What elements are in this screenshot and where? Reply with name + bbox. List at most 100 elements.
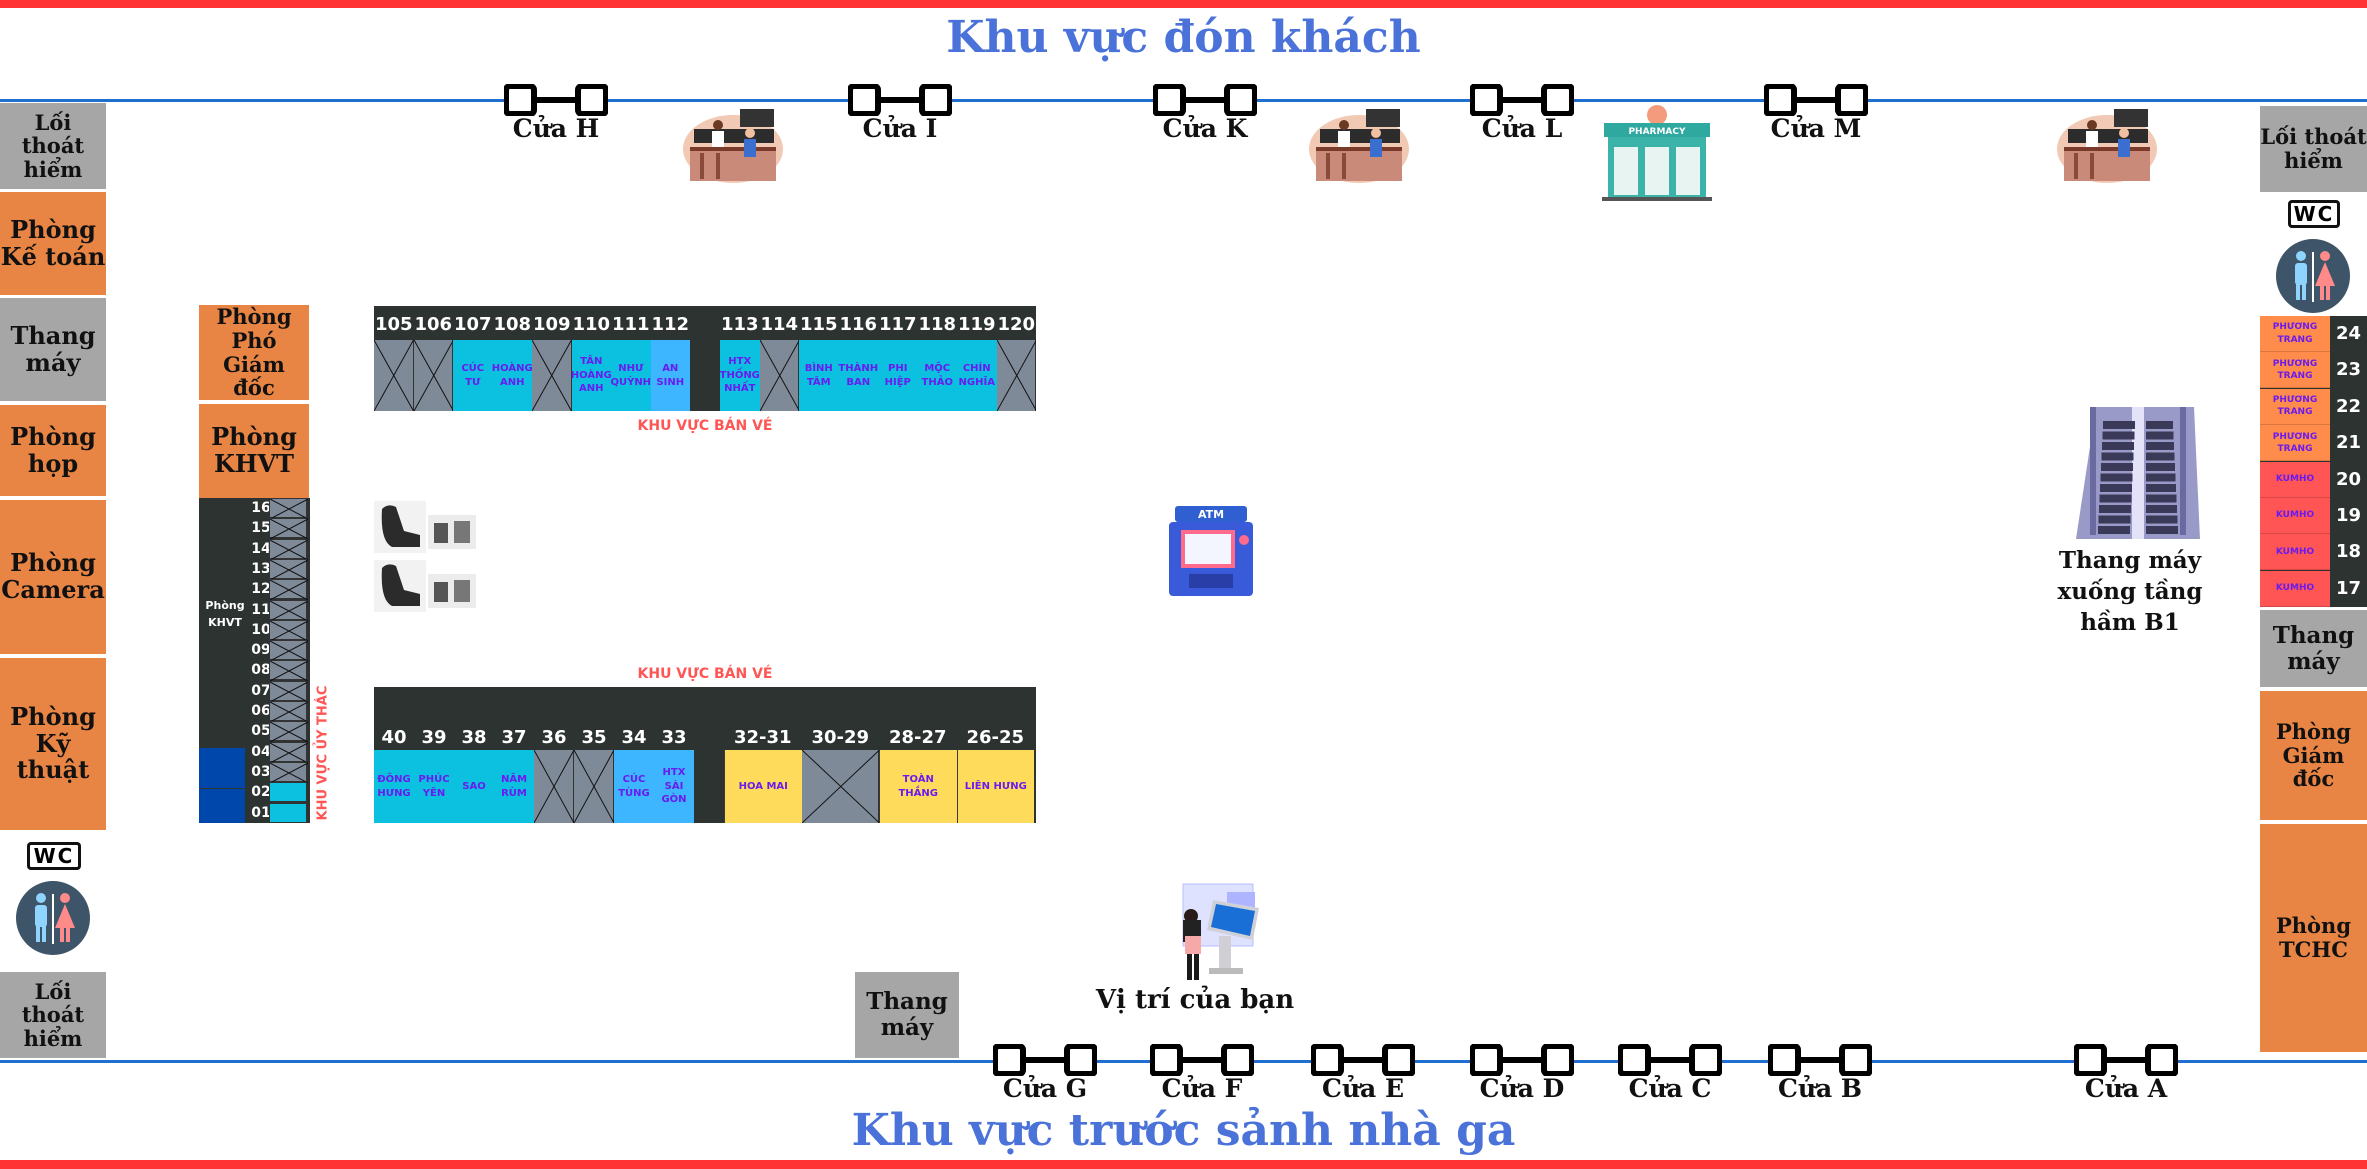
room-camera[interactable]: Phòng Camera [0,500,106,654]
counter-operator: ĐÔNG HƯNG [377,774,411,799]
ticket-counter[interactable]: KUMHO [2260,498,2330,534]
ticket-counter[interactable]: PHƯƠNG TRANG [2260,352,2330,389]
door-icon[interactable] [1152,83,1258,117]
door-label: Cửa F [1161,1074,1243,1103]
ticket-counter[interactable]: TÂN HOÀNG ANH [571,340,612,411]
ticket-counter[interactable]: PHƯƠNG TRANG [2260,316,2330,352]
ticket-counter[interactable]: CÚC TƯ [453,340,493,411]
ticket-counter[interactable]: NHƯ QUỲNH [610,340,651,411]
counter-slot[interactable] [269,579,308,601]
emergency-exit-top-right[interactable]: Lối thoát hiểm [2260,106,2367,192]
counter-slot[interactable] [269,741,308,763]
counter-slot[interactable] [269,721,308,743]
room-deputy-director[interactable]: Phòng Phó Giám đốc [199,305,309,400]
counter-slot[interactable] [269,518,308,540]
ticket-counter[interactable]: PHƯƠNG TRANG [2260,388,2330,425]
ticket-counter[interactable]: SAO [454,750,494,823]
counter-operator: THÀNH BAN [838,363,879,388]
atm-icon[interactable]: ATM [1167,506,1255,602]
counter-slot[interactable] [269,640,308,662]
restroom-icon[interactable] [15,880,91,960]
door-icon[interactable] [1469,83,1575,117]
ticket-counter[interactable]: PHÚC YÊN [414,750,454,823]
door-icon[interactable] [503,83,609,117]
counter-operator: PHƯƠNG TRANG [2272,431,2318,454]
counter-slot[interactable] [269,701,308,722]
elevator-bottom[interactable]: Thang máy [855,972,959,1058]
ticket-counter[interactable] [532,340,572,411]
ticket-counter[interactable]: HTX THỐNG NHẤT [720,340,760,411]
ticket-counter[interactable]: AN SINH [650,340,690,411]
counter-operator: NHƯ QUỲNH [610,363,652,388]
ticket-counter[interactable]: HOA MAI [724,750,802,823]
pickup-area-title: Khu vực đón khách [946,12,1421,63]
ticket-counter[interactable]: LIÊN HƯNG [956,750,1034,823]
ticket-counter[interactable]: TOÀN THẮNG [879,750,957,823]
emergency-exit-bottom-left[interactable]: Lối thoát hiểm [0,972,106,1058]
door-icon[interactable] [992,1043,1098,1077]
escalator-caption: Thang máy xuống tầng hầm B1 [2057,547,2203,637]
counter-operator: LIÊN HƯNG [964,780,1027,792]
ticket-counter[interactable]: NĂM RÙM [494,750,534,823]
ticket-counter[interactable] [574,750,614,823]
door-icon[interactable] [1310,1043,1416,1077]
escalator-icon[interactable] [2076,405,2200,543]
room-technical[interactable]: Phòng Kỹ thuật [0,658,106,830]
room-meeting[interactable]: Phòng họp [0,405,106,496]
counter-operator: TÂN HOÀNG ANH [570,356,612,395]
emergency-exit-top-left[interactable]: Lối thoát hiểm [0,103,106,189]
ticket-counter[interactable]: BÌNH TÂM [799,340,839,411]
counter-slot[interactable] [269,558,308,580]
ticket-counter[interactable] [534,750,574,823]
ticket-counter[interactable] [759,340,799,411]
counter-slot[interactable] [269,498,308,519]
ticket-counter[interactable]: HOÀNG ANH [492,340,533,411]
ticket-counter[interactable]: KUMHO [2260,461,2330,498]
door-icon[interactable] [847,83,953,117]
counter-number: 20 [2335,468,2362,490]
counter-slot[interactable] [269,680,308,702]
room-director[interactable]: Phòng Giám đốc [2260,691,2367,820]
ticket-counter[interactable] [413,340,453,411]
ticket-counter[interactable] [801,750,879,823]
room-admin-tchc[interactable]: Phòng TCHC [2260,824,2367,1052]
ticket-counter[interactable]: HTX SÀI GÒN [654,750,694,823]
door-icon[interactable] [1617,1043,1723,1077]
ticket-counter[interactable]: PHI HIỆP [878,340,918,411]
ticket-counter[interactable]: KUMHO [2260,570,2330,607]
door-icon[interactable] [1149,1043,1255,1077]
counter-slot[interactable] [269,538,308,560]
elevator-right[interactable]: Thang máy [2260,610,2367,687]
counter-number: 19 [2335,505,2362,526]
room-accounting[interactable]: Phòng Kế toán [0,192,106,295]
counter-slot[interactable] [269,761,308,783]
closed-x-icon [270,519,308,540]
ticket-counter[interactable] [374,340,414,411]
closed-x-icon [270,499,308,519]
counter-slot[interactable] [269,782,307,803]
counter-number: 07 [251,682,271,699]
ticket-counter[interactable]: THÀNH BAN [838,340,878,411]
counter-slot[interactable] [269,599,308,621]
door-icon[interactable] [2073,1043,2179,1077]
door-icon[interactable] [1763,83,1869,117]
ticket-counter[interactable]: KUMHO [2260,534,2330,571]
ticket-counter[interactable]: ĐÔNG HƯNG [374,750,414,823]
counter-number: 112 [651,314,690,335]
ticket-counter[interactable] [996,340,1036,411]
counter-slot[interactable] [269,802,307,823]
restroom-icon[interactable] [2275,238,2351,318]
pharmacy-icon[interactable]: PHARMACY [1600,103,1714,205]
counter-slot[interactable] [269,619,308,641]
ticket-counter[interactable]: PHƯƠNG TRANG [2260,425,2330,462]
elevator-left[interactable]: Thang máy [0,298,106,401]
door-icon[interactable] [1469,1043,1575,1077]
counter-number: 24 [2335,323,2362,344]
room-khvt[interactable]: Phòng KHVT [199,404,309,498]
counter-slot[interactable] [269,660,308,682]
ticket-counter[interactable]: CÚC TÙNG [614,750,654,823]
ticket-counter[interactable]: CHÍN NGHĨA [957,340,997,411]
ticket-counter[interactable]: MỘC THẢO [917,340,957,411]
cafe-icon [680,103,786,187]
door-icon[interactable] [1767,1043,1873,1077]
